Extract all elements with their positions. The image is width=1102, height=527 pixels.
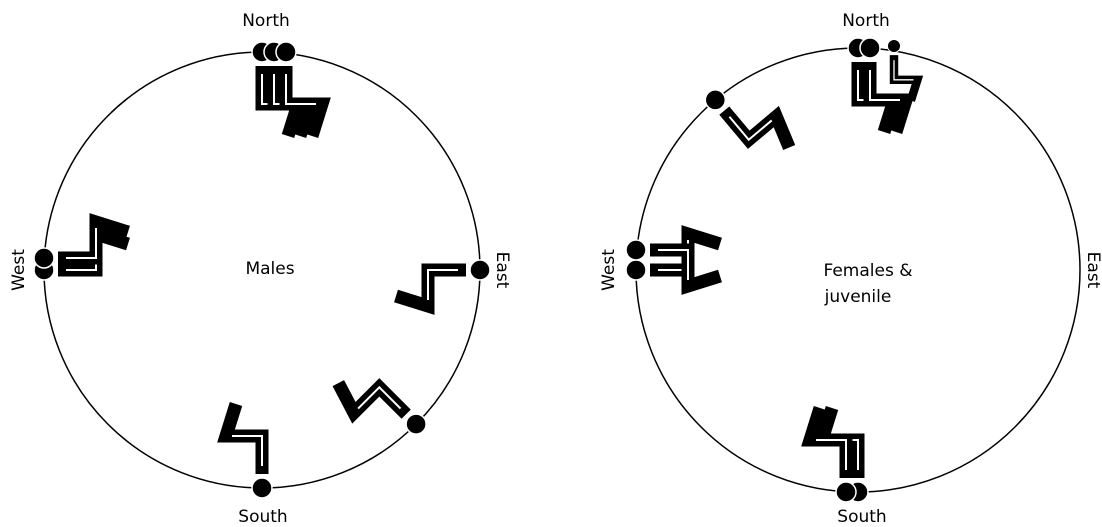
sitting-figure-group [394,259,491,315]
females-north-label: North [842,11,890,31]
figure-head [251,477,273,499]
figure-body-outline [427,269,458,300]
females-south-label: South [837,507,886,527]
figure-body-outline [66,228,97,259]
males-east-label: East [492,252,512,289]
figure-head [275,41,297,63]
sitting-figure [625,239,722,295]
males-diagram: North South East West Males [9,11,512,527]
sitting-figure-group [847,37,924,134]
males-figures [33,41,491,499]
females-juvenile-diagram: North South East West Females & juvenile [599,11,1102,527]
figure-head [887,39,901,53]
figure-head [835,481,857,503]
sitting-figure-group [217,402,273,499]
sitting-figure [275,41,331,138]
sitting-figure-group [704,89,796,151]
figure-head [625,259,647,281]
figure-head [704,89,727,111]
figure-body [217,402,269,474]
sitting-figure [394,259,491,315]
figure-body-outline [728,116,773,142]
figure-head [405,413,427,435]
sitting-figure [859,37,915,134]
figure-body [719,105,796,151]
figure-body-outline [816,439,847,470]
figure-head [33,247,55,269]
figure-body-outline [232,435,263,466]
males-north-label: North [242,11,290,31]
figure-body [394,263,466,315]
figure-body-outline [658,249,689,280]
figure-body-outline [893,60,914,81]
males-west-label: West [9,249,29,291]
sitting-figure [704,89,796,151]
figure-body-outline [869,70,900,101]
figure-head [859,37,881,59]
sitting-figure [332,378,427,435]
females-center-label-line1: Females & [824,261,913,281]
sitting-figure [33,213,130,269]
sitting-figure-group [33,213,130,281]
juvenile-figure [887,39,924,102]
sitting-figure-group [251,41,331,138]
figure-head [625,239,647,261]
sitting-figure-group [801,406,869,503]
females-east-label: East [1083,252,1102,289]
figure-body-outline [357,385,402,410]
females-west-label: West [599,249,619,291]
figure-body-outline [285,74,316,105]
males-center-label: Males [245,259,294,279]
females-figures [625,37,924,503]
sitting-figure [801,406,857,503]
sitting-figure-group [332,378,427,435]
sitting-figure-group [625,225,722,295]
males-south-label: South [238,507,287,527]
sitting-figure [217,402,273,499]
figure-head [469,259,491,281]
females-center-label-line2: juvenile [824,287,892,307]
